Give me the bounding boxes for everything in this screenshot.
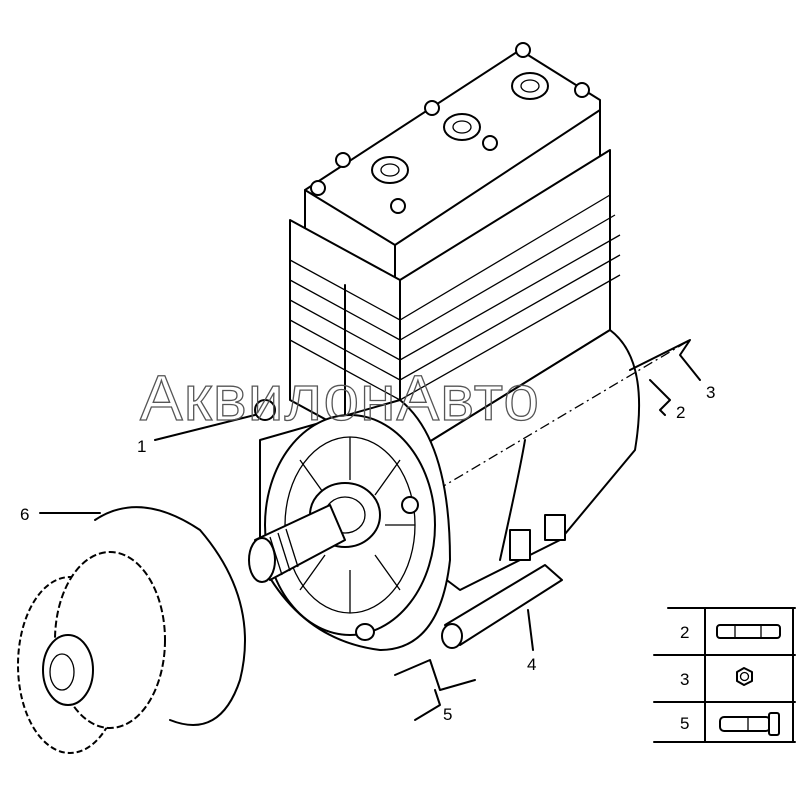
drive-shaft (248, 504, 346, 583)
legend-number-5: 5 (680, 714, 689, 733)
dowel-pin (441, 564, 563, 649)
legend-number-2: 2 (680, 623, 689, 642)
stud-icon (716, 624, 781, 639)
o-ring (94, 506, 246, 726)
leader-lines (39, 339, 701, 721)
bolt-icon (719, 712, 780, 736)
callout-1: 1 (137, 437, 146, 456)
legend-number-3: 3 (680, 670, 689, 689)
fastener-legend: 2 3 5 (653, 607, 796, 743)
hex-nut-icon (736, 667, 753, 686)
drive-gear (17, 551, 166, 754)
cylinder-head (304, 42, 601, 291)
watermark-text: АквилонАвто (140, 362, 540, 434)
callout-5: 5 (443, 705, 452, 724)
callout-3: 3 (706, 383, 715, 402)
callout-4: 4 (527, 655, 536, 674)
callout-6: 6 (20, 505, 29, 524)
callout-2: 2 (676, 403, 685, 422)
front-flange (254, 399, 451, 651)
crankcase (399, 329, 691, 591)
